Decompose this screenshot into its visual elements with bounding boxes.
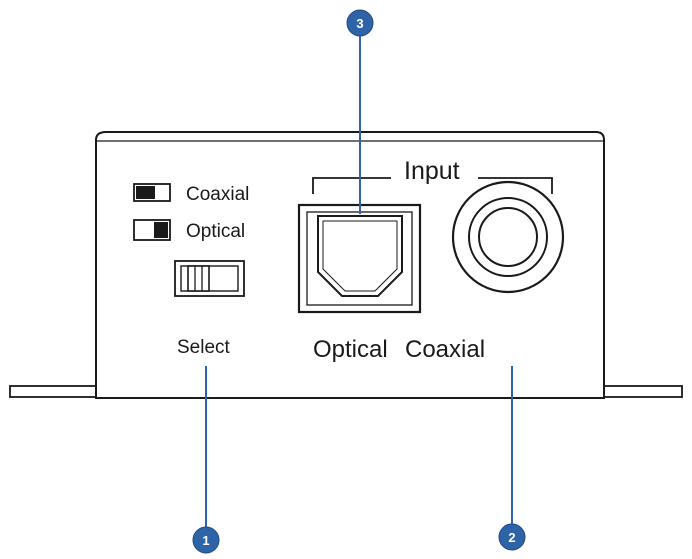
coaxial-mode-legend: Coaxial bbox=[133, 183, 249, 205]
callout-circle-2 bbox=[498, 523, 526, 551]
coaxial-port bbox=[451, 180, 565, 294]
optical-mode-label: Optical bbox=[186, 221, 245, 242]
callout-badge-1: 1 bbox=[192, 526, 220, 554]
callout-circle-3 bbox=[346, 9, 374, 37]
optical-port-socket-inner bbox=[322, 220, 398, 292]
optical-mode-legend: Optical bbox=[133, 219, 245, 242]
select-slide-switch bbox=[174, 260, 245, 297]
right-mounting-flange bbox=[603, 385, 683, 398]
optical-switch-knob bbox=[154, 222, 168, 238]
input-label: Input bbox=[404, 157, 460, 185]
coaxial-port-label: Coaxial bbox=[405, 336, 485, 363]
coaxial-mode-label: Coaxial bbox=[186, 184, 249, 205]
select-label: Select bbox=[177, 337, 231, 358]
callout-number-1: 1 bbox=[202, 533, 209, 548]
left-mounting-flange bbox=[9, 385, 97, 398]
coaxial-switch-knob bbox=[136, 186, 155, 199]
optical-port-socket bbox=[317, 215, 403, 297]
callout-number-3: 3 bbox=[356, 16, 363, 31]
callout-number-2: 2 bbox=[508, 530, 515, 545]
input-bracket bbox=[312, 177, 553, 194]
optical-port-label: Optical bbox=[313, 336, 388, 363]
callout-circle-1 bbox=[192, 526, 220, 554]
coaxial-port-inner-ring bbox=[478, 207, 538, 267]
callout-badge-3: 3 bbox=[346, 9, 374, 37]
input-bracket-left bbox=[312, 177, 391, 194]
input-bracket-right bbox=[478, 177, 553, 194]
callout-badge-2: 2 bbox=[498, 523, 526, 551]
slide-switch-lever bbox=[187, 265, 210, 292]
optical-port bbox=[297, 203, 422, 314]
